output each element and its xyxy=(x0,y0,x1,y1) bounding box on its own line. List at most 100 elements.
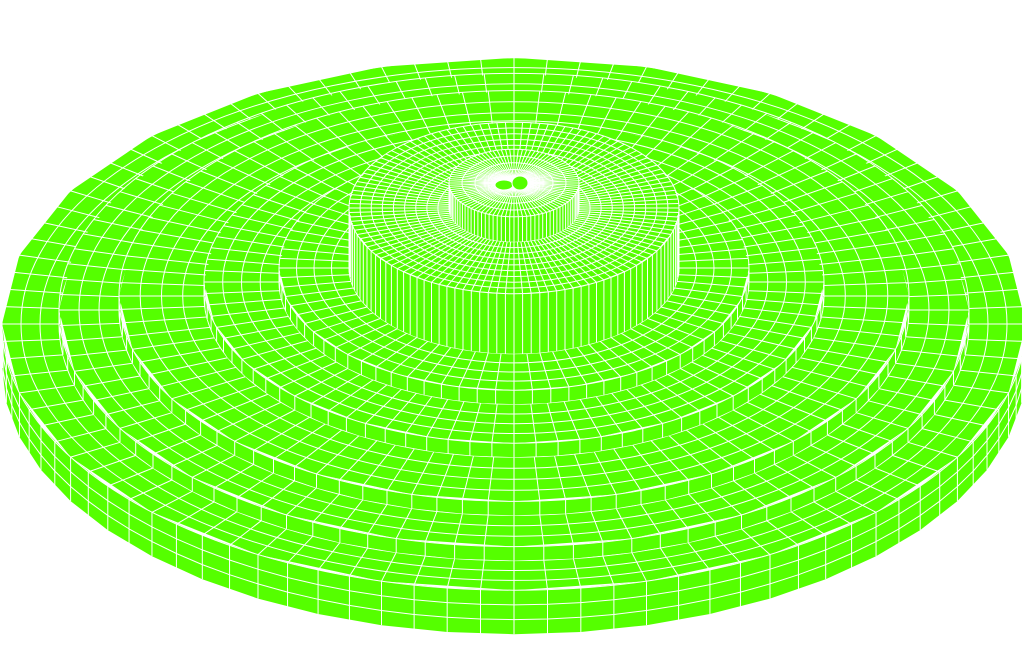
mesh-radial-line xyxy=(530,240,558,292)
mesh-radial-line xyxy=(572,558,582,589)
mesh-radial-line xyxy=(573,172,665,195)
mesh-radial-line xyxy=(457,165,511,183)
mesh-radial-line xyxy=(479,240,501,293)
mesh-radial-line xyxy=(543,560,548,590)
mesh-radial-line xyxy=(359,219,454,240)
mesh-radial-line xyxy=(128,479,173,500)
outer-wall xyxy=(2,324,1022,635)
mesh-radial-line xyxy=(29,237,84,249)
mesh-radial-line xyxy=(895,362,954,372)
mesh-radial-line xyxy=(467,158,512,182)
mesh-radial-line xyxy=(905,336,966,342)
mesh-radial-line xyxy=(135,423,186,442)
mesh-radial-line xyxy=(397,231,469,270)
mesh-radial-line xyxy=(464,160,512,183)
mesh-ring xyxy=(78,83,950,537)
mesh-radial-line xyxy=(59,294,120,298)
mesh-radial-line xyxy=(574,176,669,197)
mesh-radial-line xyxy=(70,441,121,458)
mesh-radial-line xyxy=(176,501,215,525)
mesh-radial-line xyxy=(714,535,741,564)
mesh-ring xyxy=(359,127,669,289)
mesh-radial-line xyxy=(171,444,218,467)
mesh-radial-line xyxy=(505,149,514,182)
mesh-radial-line xyxy=(509,185,515,217)
mesh-radial-line xyxy=(312,493,340,523)
mesh-radial-line xyxy=(921,428,974,443)
mesh-radial-line xyxy=(754,472,792,499)
mesh-radial-line xyxy=(105,400,160,416)
mesh-group xyxy=(1,57,1022,635)
mesh-radial-line xyxy=(363,221,455,244)
mesh-radial-line xyxy=(349,203,450,207)
mesh-radial-line xyxy=(477,154,513,182)
mesh-radial-line xyxy=(409,233,474,276)
mesh-radial-line xyxy=(500,184,514,217)
mesh-radial-line xyxy=(413,555,426,586)
mesh-radial-line xyxy=(908,322,969,326)
mesh-radial-line xyxy=(367,504,388,535)
mesh-ring xyxy=(448,148,580,218)
mesh-radial-line xyxy=(960,271,1017,279)
mesh-radial-line xyxy=(551,234,612,278)
mesh-radial-line xyxy=(74,362,133,372)
mesh-radial-line xyxy=(967,339,1022,342)
mesh-radial-line xyxy=(380,227,462,259)
mesh-radial-line xyxy=(520,241,532,294)
mesh-radial-line xyxy=(631,552,647,582)
mesh-radial-line xyxy=(895,248,954,258)
mesh-radial-line xyxy=(3,339,61,342)
mesh-radial-line xyxy=(892,454,940,473)
mesh-radial-line xyxy=(566,227,648,259)
mesh-radial-line xyxy=(578,211,679,218)
mesh-radial-line xyxy=(370,164,458,192)
mesh-radial-line xyxy=(790,511,826,536)
mesh-radial-line xyxy=(514,149,523,182)
mesh-radial-line xyxy=(454,239,492,289)
mesh-radial-line xyxy=(965,354,1022,360)
mesh-radial-line xyxy=(687,542,711,571)
mesh-radial-line xyxy=(395,508,413,539)
mesh-radial-line xyxy=(62,278,123,284)
mesh-radial-line xyxy=(423,235,479,281)
mesh-radial-line xyxy=(62,336,123,342)
mesh-radial-line xyxy=(348,547,369,577)
mesh-radial-line xyxy=(578,203,679,207)
wall-ring xyxy=(1,353,1022,621)
mesh-radial-line xyxy=(359,176,454,197)
mesh-radial-line xyxy=(813,501,852,525)
mesh-radial-line xyxy=(640,504,661,535)
mesh-radial-line xyxy=(575,217,671,235)
mesh-radial-line xyxy=(11,271,68,279)
mesh-radial-line xyxy=(470,240,498,292)
mesh-radial-line xyxy=(774,463,815,489)
mesh-radial-line xyxy=(370,224,458,252)
mesh-radial-line xyxy=(202,511,238,536)
mesh-radial-line xyxy=(105,204,160,220)
mesh-radial-line xyxy=(827,434,876,455)
mesh-radial-line xyxy=(385,228,464,263)
mesh-radial-line xyxy=(349,211,450,218)
hub-feature-left xyxy=(494,179,514,191)
mesh-radial-line xyxy=(366,168,457,194)
mesh-radial-line xyxy=(286,487,317,516)
mesh-radial-line xyxy=(868,400,923,416)
mesh-radial-line xyxy=(562,230,637,266)
mesh-radial-line xyxy=(488,151,513,182)
mesh-radial-line xyxy=(602,555,615,586)
mesh-radial-line xyxy=(470,157,512,182)
mesh-radial-line xyxy=(578,212,678,222)
mesh-radial-line xyxy=(339,499,364,529)
mesh-ring xyxy=(58,72,970,548)
mesh-radial-line xyxy=(539,514,545,547)
mesh-radial-line xyxy=(287,535,314,564)
mesh-radial-line xyxy=(573,221,665,244)
mesh-radial-line xyxy=(546,236,597,283)
mesh-radial-line xyxy=(354,185,452,200)
mesh-radial-line xyxy=(83,375,141,387)
mesh-radial-line xyxy=(590,511,604,543)
mesh-radial-line xyxy=(363,172,455,195)
mesh-radial-line xyxy=(901,349,961,357)
mesh-radial-line xyxy=(3,306,61,309)
